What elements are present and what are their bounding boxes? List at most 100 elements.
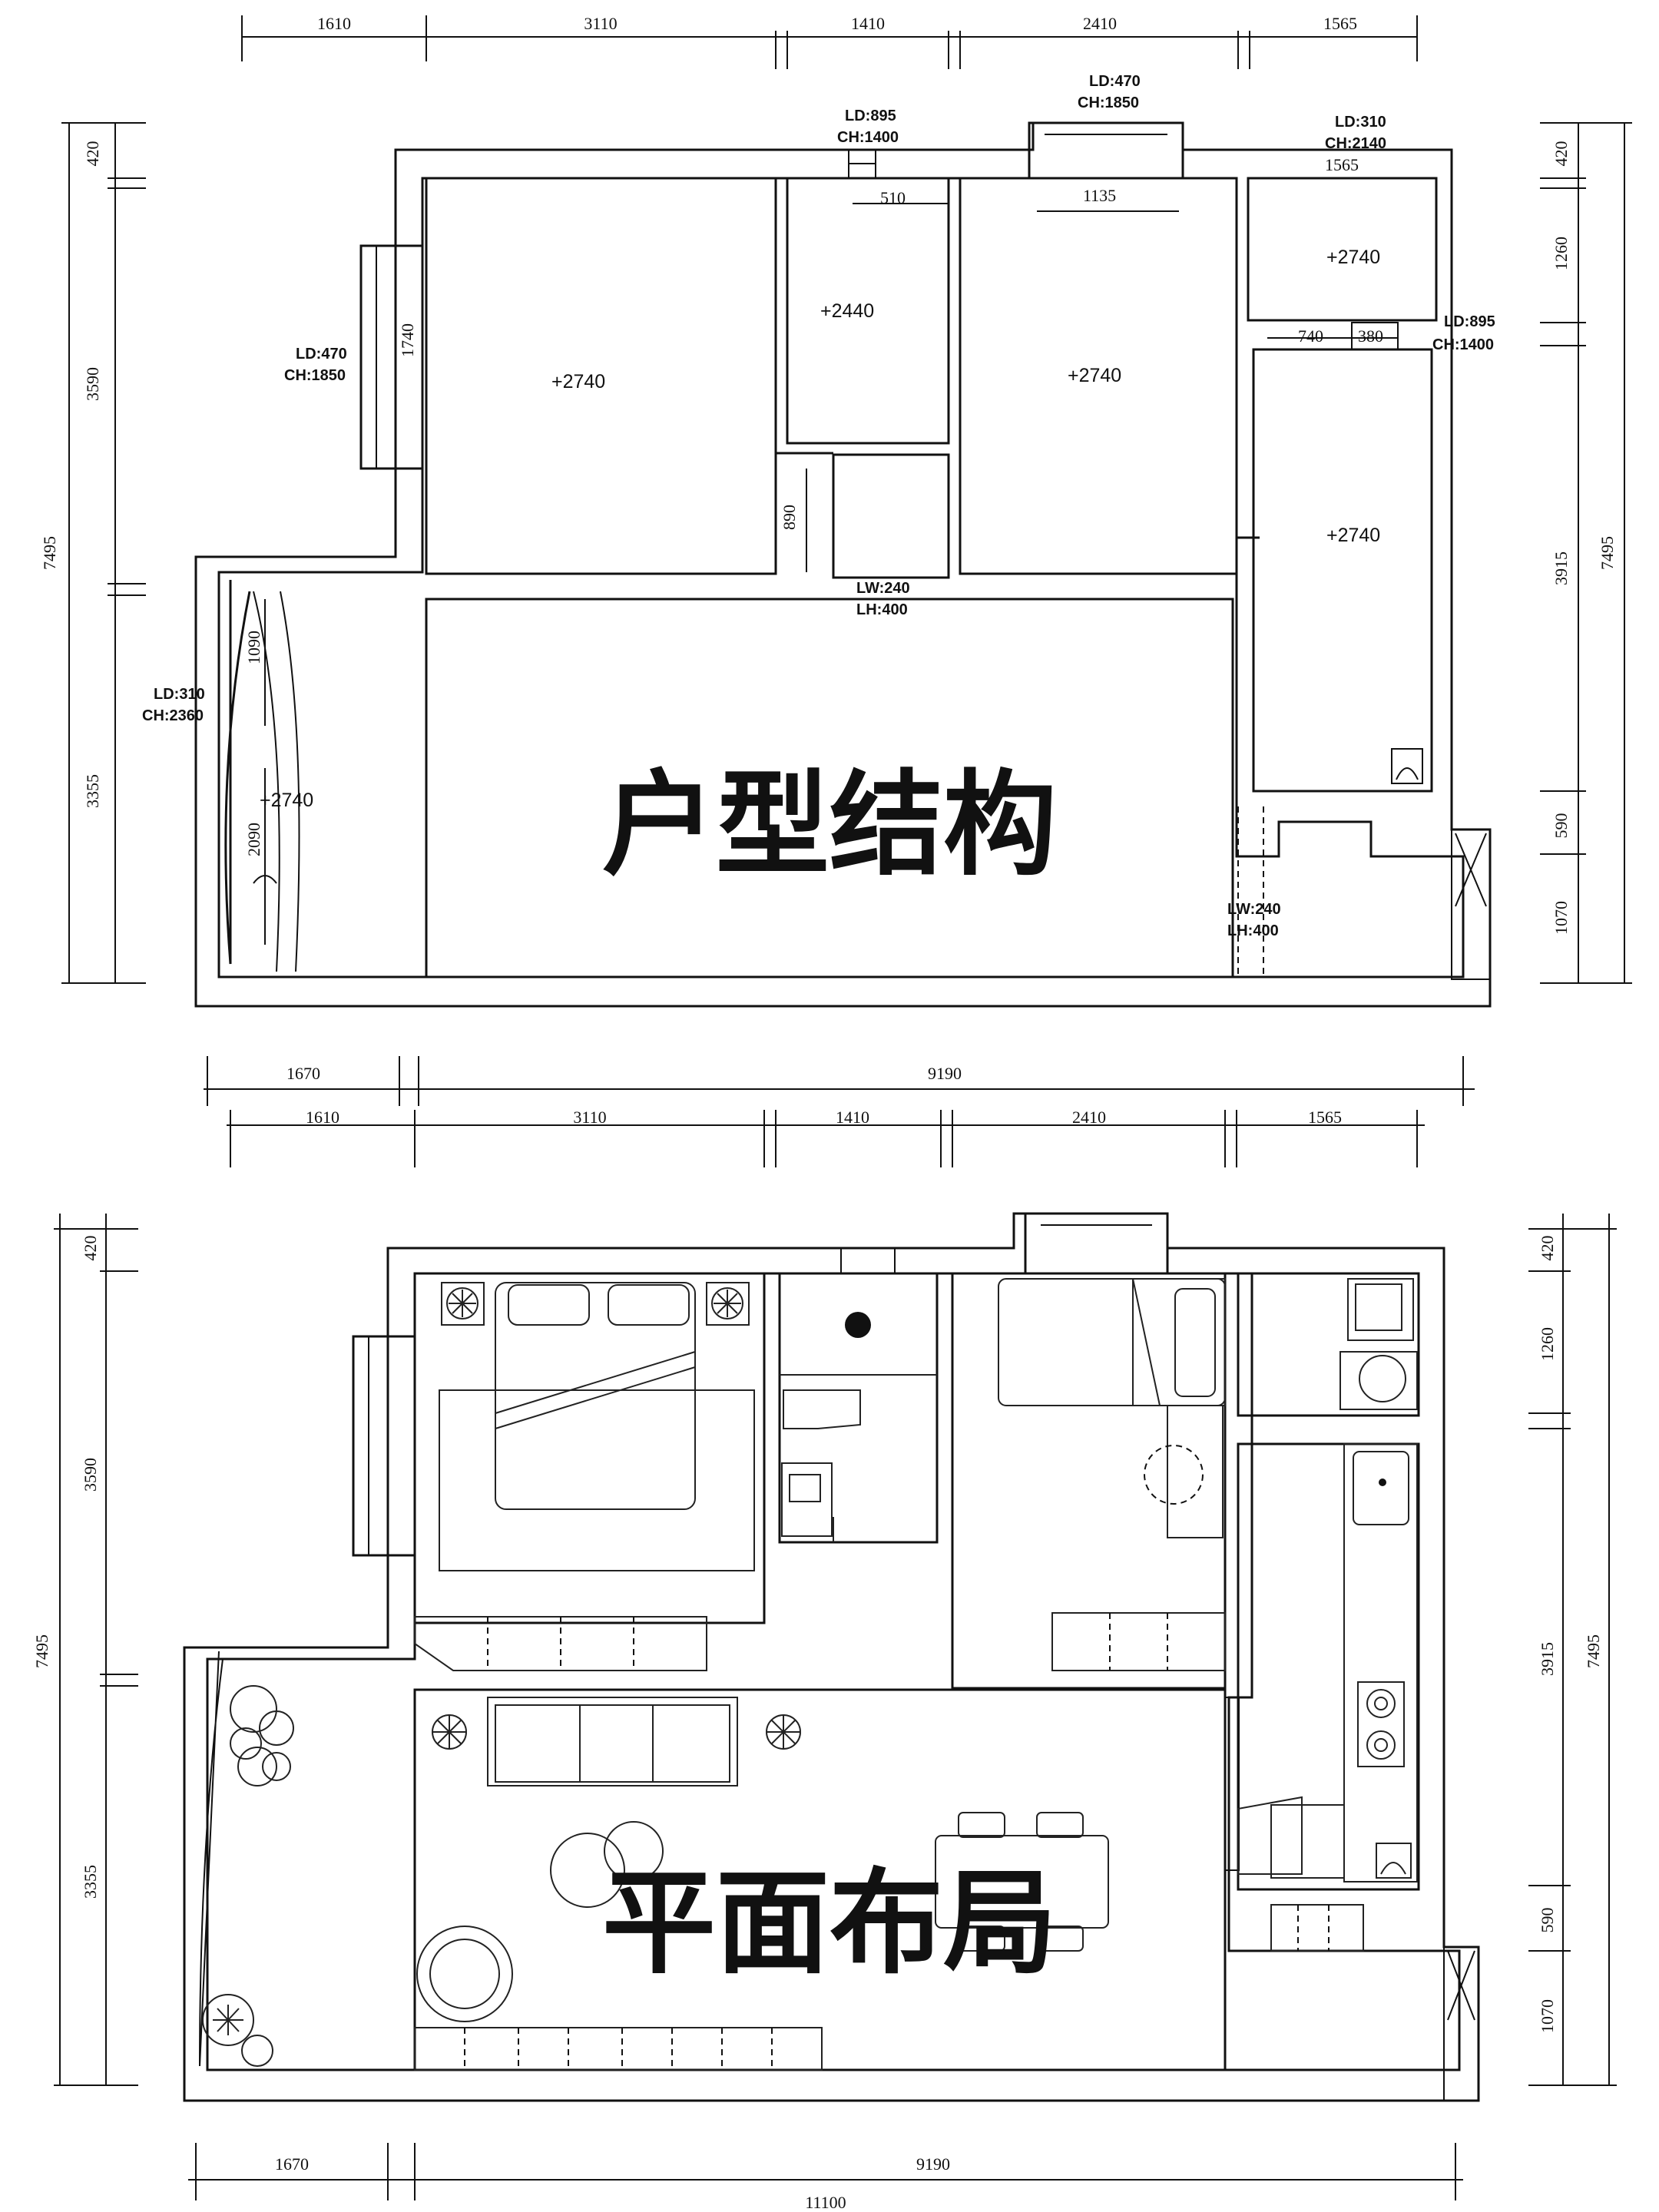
plan2-top-dim-1: 1610 — [306, 1108, 339, 1127]
single-bed — [998, 1278, 1226, 1406]
note-3-ld: LD:310 — [1335, 114, 1386, 131]
second-bedroom — [951, 1272, 1227, 1690]
dim-1740: 1740 — [398, 323, 417, 357]
plan1-left-total: 7495 — [40, 536, 59, 570]
note-6-lw: LW:240 — [856, 580, 910, 597]
plan2-right-dim-4: 590 — [1538, 1908, 1557, 1933]
plan-structure: 1610 3110 1410 2410 1565 420 3590 3355 7… — [40, 14, 1632, 1106]
dim-1565: 1565 — [1325, 155, 1359, 174]
wardrobe-master — [414, 1616, 707, 1671]
plan2-bottom-total: 11100 — [805, 2193, 846, 2212]
plan1-bottom-dim-1: 1670 — [286, 1064, 320, 1083]
laundry-area — [1237, 1272, 1420, 1417]
plan1-left-dim-2: 3590 — [83, 367, 102, 401]
plan1-top-dim-2: 3110 — [584, 14, 617, 33]
plan2-left-dim-1: 420 — [81, 1236, 100, 1261]
note-8-lh: LH:400 — [1227, 922, 1279, 939]
plan1-bottom-dim-2: 9190 — [928, 1064, 962, 1083]
plan1-left-dim-3: 3355 — [83, 774, 102, 808]
note-5-ld: LD:470 — [296, 346, 347, 363]
note-8-lw: LW:240 — [1227, 901, 1281, 918]
plan1-right-dim-3: 3915 — [1551, 551, 1571, 585]
laundry-sink-icon — [1359, 1355, 1406, 1402]
sofa — [487, 1697, 738, 1786]
height-marker-kitchen: +2740 — [1326, 525, 1380, 546]
plan2-walls — [183, 1212, 1480, 2102]
bedroom-rug — [439, 1389, 755, 1571]
height-marker-bedroom-2: +2740 — [1068, 365, 1121, 386]
plan1-bottom-dimension: 1670 9190 — [204, 1056, 1475, 1106]
plan2-furniture — [202, 1278, 1418, 2071]
nightstand-right — [706, 1282, 750, 1326]
plan1-top-dim-4: 2410 — [1083, 14, 1117, 33]
kitchen-counter — [1343, 1443, 1418, 1883]
plan1-right-dim-4: 590 — [1551, 813, 1571, 839]
floor-lamp-left — [432, 1714, 467, 1750]
plant-icon — [230, 1685, 294, 1786]
plan1-top-dim-1: 1610 — [317, 14, 351, 33]
round-armchair — [416, 1926, 513, 2022]
plan1-right-dimension: 420 1260 3915 590 1070 7495 — [1540, 122, 1632, 984]
plan2-title: 平面布局 — [602, 1857, 1057, 1989]
plan1-left-dim-1: 420 — [83, 141, 102, 167]
shoe-cabinet — [1270, 1904, 1364, 1952]
washing-machine-icon — [1347, 1278, 1414, 1341]
dim-890: 890 — [780, 505, 799, 530]
plan1-right-dim-1: 420 — [1551, 141, 1571, 167]
plan1-right-dim-2: 1260 — [1551, 237, 1571, 270]
bathroom-sink-icon — [781, 1462, 833, 1537]
plan1-title: 户型结构 — [602, 759, 1057, 891]
plan2-top-dim-5: 1565 — [1308, 1108, 1342, 1127]
height-marker-bedroom-1: +2740 — [551, 371, 605, 392]
floor-lamp-right — [766, 1714, 801, 1750]
plan2-bottom-dim-1: 1670 — [275, 2154, 309, 2174]
tv-cabinet — [414, 2027, 823, 2071]
dim-740: 740 — [1298, 326, 1323, 346]
note-5-ch: CH:1850 — [284, 367, 346, 384]
plan1-right-total: 7495 — [1598, 536, 1617, 570]
kitchen-upper-room — [1247, 177, 1438, 322]
plan2-top-dimension: 1610 3110 1410 2410 1565 — [227, 1108, 1425, 1167]
plan2-right-total: 7495 — [1584, 1634, 1603, 1668]
toilet-icon — [783, 1389, 861, 1429]
living-room — [425, 598, 1234, 979]
wardrobe-second — [1051, 1612, 1226, 1671]
note-6-lh: LH:400 — [856, 601, 908, 618]
plan1-top-dim-5: 1565 — [1323, 14, 1357, 33]
floor-drain-icon — [845, 1312, 871, 1338]
plan2-left-dimension: 420 3590 3355 7495 — [32, 1214, 138, 2086]
water-heater-icon — [1376, 1843, 1412, 1879]
height-marker-bathroom: +2440 — [820, 300, 874, 322]
plan2-right-dim-1: 420 — [1538, 1236, 1557, 1261]
note-2-ld: LD:470 — [1089, 73, 1141, 90]
plan-layout: 1610 3110 1410 2410 1565 420 3590 3355 7… — [32, 1108, 1617, 2212]
kitchen-room — [1252, 348, 1433, 793]
kitchen-sink-icon — [1353, 1451, 1409, 1525]
height-marker-balcony: +2740 — [260, 790, 313, 811]
plan2-right-dimension: 420 1260 3915 590 1070 7495 — [1528, 1214, 1617, 2086]
note-4-ch: CH:1400 — [1432, 336, 1494, 353]
double-bed — [495, 1282, 696, 1510]
note-1-ld: LD:895 — [845, 108, 896, 124]
plan2-top-dim-3: 1410 — [836, 1108, 869, 1127]
plan2-left-dim-3: 3355 — [81, 1865, 100, 1899]
plan1-right-dim-5: 1070 — [1551, 901, 1571, 935]
height-marker-kitchen-upper: +2740 — [1326, 247, 1380, 268]
desk — [1167, 1405, 1224, 1538]
plan1-left-dimension: 420 3590 3355 7495 — [40, 122, 146, 984]
plan2-bottom-dim-2: 9190 — [916, 2154, 950, 2174]
plan1-top-dimension: 1610 3110 1410 2410 1565 — [241, 14, 1418, 69]
plan1-top-dim-3: 1410 — [851, 14, 885, 33]
dim-1135: 1135 — [1083, 186, 1116, 205]
note-7-ld: LD:310 — [154, 686, 205, 703]
plan2-left-total: 7495 — [32, 1634, 51, 1668]
dining-table — [935, 1812, 1109, 1952]
nightstand-left — [441, 1282, 485, 1326]
plan1-annotations: LD:895 CH:1400 LD:470 CH:1850 LD:310 CH:… — [142, 73, 1495, 939]
plan2-bottom-dimension: 1670 9190 11100 — [188, 2143, 1463, 2212]
dim-2090: 2090 — [244, 823, 263, 856]
plan2-right-dim-3: 3915 — [1538, 1642, 1557, 1676]
plan2-right-dim-2: 1260 — [1538, 1327, 1557, 1361]
lounge-chair — [550, 1821, 664, 1908]
